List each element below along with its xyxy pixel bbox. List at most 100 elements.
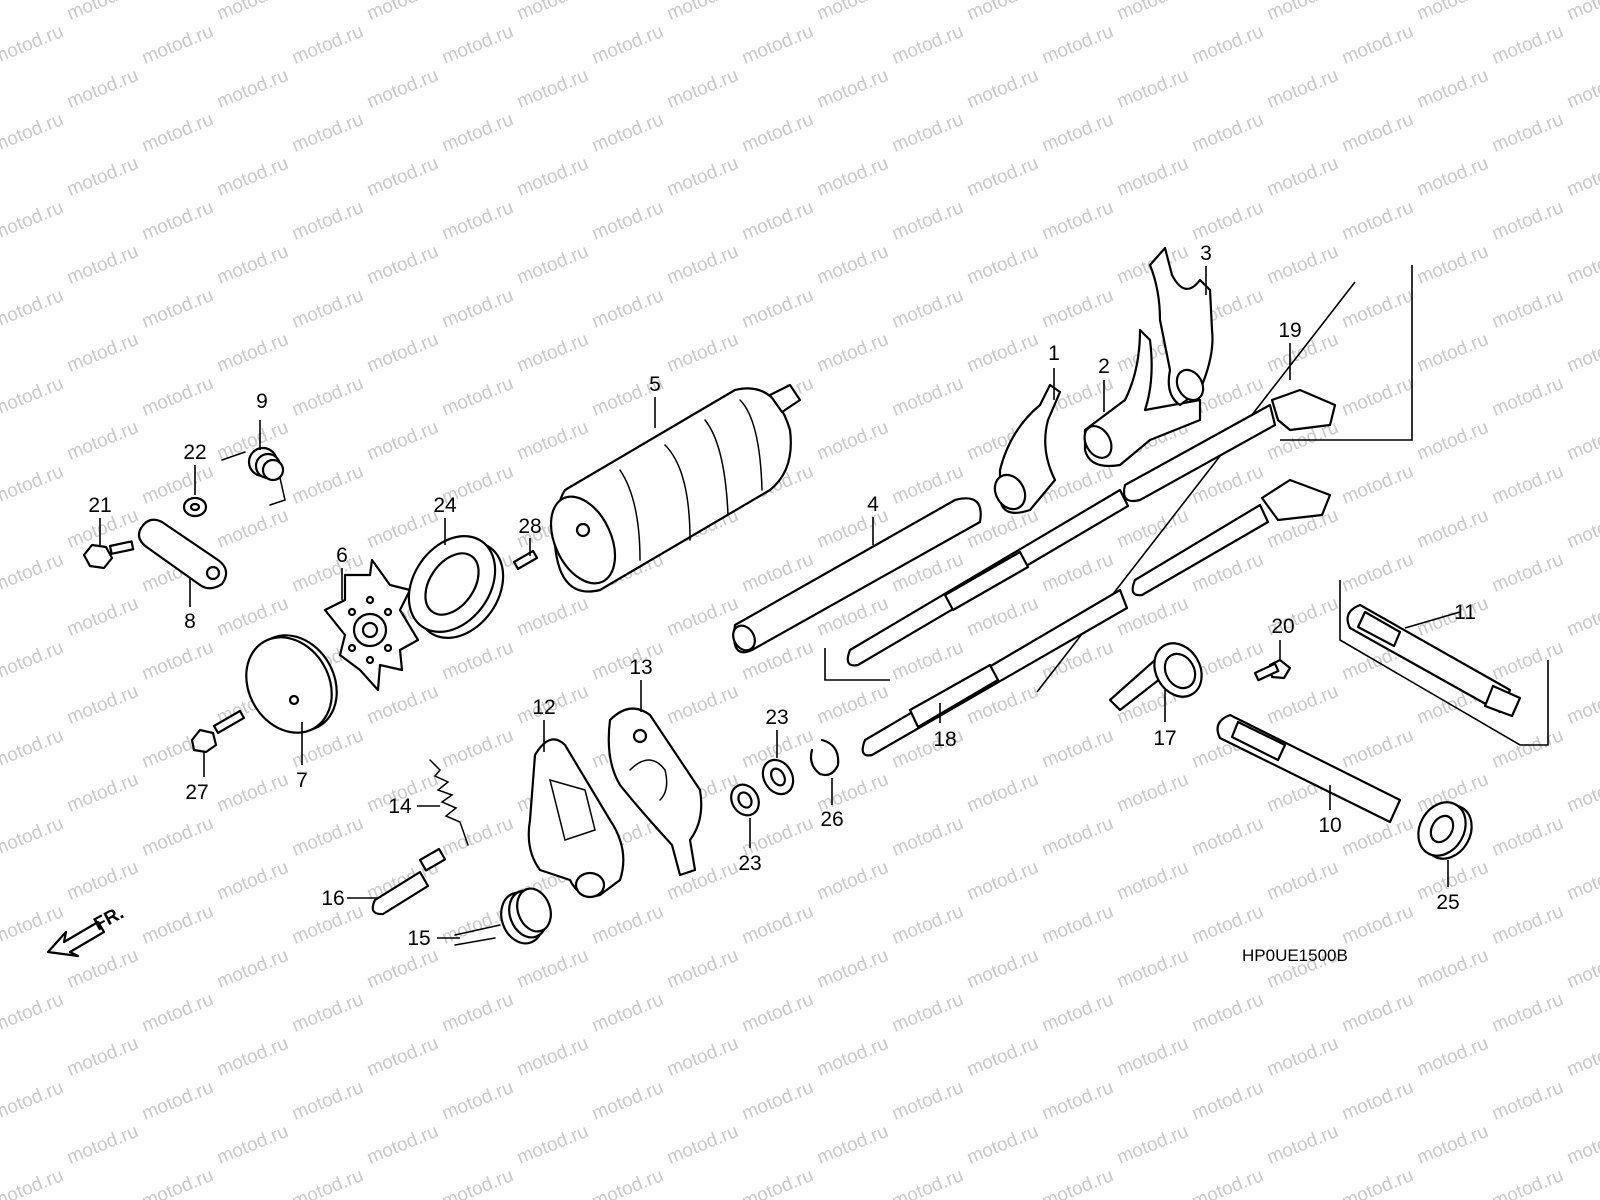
watermark-text: motod.ru (214, 593, 291, 641)
watermark-text: motod.ru (964, 769, 1041, 817)
watermark-text: motod.ru (889, 901, 966, 949)
watermark-text: motod.ru (64, 1033, 141, 1081)
part-25-bearing (1417, 801, 1473, 860)
watermark-text: motod.ru (1189, 989, 1266, 1037)
part-8-stopper-arm (137, 518, 228, 590)
watermark-text: motod.ru (1114, 1033, 1191, 1081)
watermark-text: motod.ru (439, 373, 516, 421)
watermark-text: motod.ru (289, 813, 366, 861)
watermark-text: motod.ru (64, 0, 141, 25)
watermark-text: motod.ru (739, 21, 816, 69)
watermark-text: motod.ru (1114, 593, 1191, 641)
watermark-text: motod.ru (1339, 109, 1416, 157)
callout-13: 13 (629, 656, 652, 679)
callout-15: 15 (407, 927, 430, 950)
watermark-text: motod.ru (139, 1077, 216, 1125)
watermark-text: motod.ru (664, 857, 741, 905)
callout-5: 5 (649, 373, 661, 396)
watermark-text: motod.ru (1489, 1077, 1566, 1125)
watermark-text: motod.ru (364, 1121, 441, 1169)
callout-6: 6 (336, 544, 348, 567)
watermark-text: motod.ru (1114, 0, 1191, 25)
watermark-text: motod.ru (664, 1033, 741, 1081)
part-24-bearing (407, 535, 505, 639)
watermark-text: motod.ru (1564, 153, 1600, 201)
part-10-shaft (1216, 713, 1402, 824)
watermark-text: motod.ru (64, 681, 141, 729)
watermark-text: motod.ru (1189, 21, 1266, 69)
watermark-text: motod.ru (289, 461, 366, 509)
watermark-text: motod.ru (814, 65, 891, 113)
watermark-text: motod.ru (1564, 681, 1600, 729)
diagram-code: HP0UE1500B (1242, 946, 1348, 965)
watermark-text: motod.ru (814, 945, 891, 993)
watermark-text: motod.ru (64, 241, 141, 289)
watermark-text: motod.ru (814, 1033, 891, 1081)
watermark-text: motod.ru (289, 1077, 366, 1125)
watermark-text: motod.ru (0, 197, 66, 245)
watermark-text: motod.ru (664, 681, 741, 729)
watermark-text: motod.ru (439, 989, 516, 1037)
watermark-text: motod.ru (364, 329, 441, 377)
watermark-text: motod.ru (214, 1033, 291, 1081)
watermark-text: motod.ru (1489, 725, 1566, 773)
part-21-bolt (82, 540, 135, 570)
watermark-text: motod.ru (214, 1121, 291, 1169)
watermark-text: motod.ru (139, 21, 216, 69)
part-13-plate (607, 707, 703, 877)
watermark-text: motod.ru (1489, 109, 1566, 157)
watermark-text: motod.ru (214, 329, 291, 377)
watermark-text: motod.ru (1489, 1165, 1566, 1200)
watermark-text: motod.ru (214, 769, 291, 817)
watermark-text: motod.ru (1564, 593, 1600, 641)
watermark-text: motod.ru (589, 1165, 666, 1200)
watermark-text: motod.ru (1414, 945, 1491, 993)
watermark-text: motod.ru (289, 373, 366, 421)
watermark-text: motod.ru (1039, 1165, 1116, 1200)
watermark-text: motod.ru (1564, 1033, 1600, 1081)
watermark-text: motod.ru (1189, 461, 1266, 509)
watermark-text: motod.ru (64, 1121, 141, 1169)
watermark-text: motod.ru (439, 197, 516, 245)
watermark-text: motod.ru (964, 857, 1041, 905)
part-16-stud (371, 847, 447, 916)
watermark-text: motod.ru (964, 1033, 1041, 1081)
watermark-text: motod.ru (814, 329, 891, 377)
watermark-text: motod.ru (0, 461, 66, 509)
watermark-text: motod.ru (1039, 285, 1116, 333)
watermark-text: motod.ru (139, 901, 216, 949)
part-6-star-plate (323, 558, 420, 692)
watermark-text: motod.ru (1114, 857, 1191, 905)
callout-20: 20 (1271, 615, 1294, 638)
watermark-text: motod.ru (589, 637, 666, 685)
watermark-text: motod.ru (439, 21, 516, 69)
watermark-text: motod.ru (1039, 901, 1116, 949)
callout-11: 11 (1454, 601, 1476, 624)
watermark-text: motod.ru (1414, 417, 1491, 465)
callout-10: 10 (1318, 814, 1341, 837)
watermark-text: motod.ru (289, 197, 366, 245)
watermark-text: motod.ru (814, 153, 891, 201)
watermark-text: motod.ru (139, 109, 216, 157)
watermark-text: motod.ru (0, 549, 66, 597)
watermark-text: motod.ru (739, 901, 816, 949)
watermark-text: motod.ru (889, 813, 966, 861)
watermark-text: motod.ru (214, 241, 291, 289)
watermark-text: motod.ru (664, 0, 741, 25)
callout-8: 8 (184, 610, 196, 633)
watermark-text: motod.ru (889, 109, 966, 157)
watermark-text: motod.ru (964, 241, 1041, 289)
watermark-text: motod.ru (964, 593, 1041, 641)
watermark-text: motod.ru (64, 417, 141, 465)
watermark-text: motod.ru (1114, 1121, 1191, 1169)
watermark-text: motod.ru (589, 989, 666, 1037)
watermark-text: motod.ru (1039, 197, 1116, 245)
watermark-text: motod.ru (814, 241, 891, 289)
watermark-text: motod.ru (0, 725, 66, 773)
watermark-text: motod.ru (1114, 153, 1191, 201)
watermark-text: motod.ru (64, 65, 141, 113)
callout-16: 16 (321, 887, 344, 910)
watermark-text: motod.ru (889, 1077, 966, 1125)
callout-1: 1 (1048, 342, 1060, 365)
watermark-text: motod.ru (1339, 21, 1416, 69)
